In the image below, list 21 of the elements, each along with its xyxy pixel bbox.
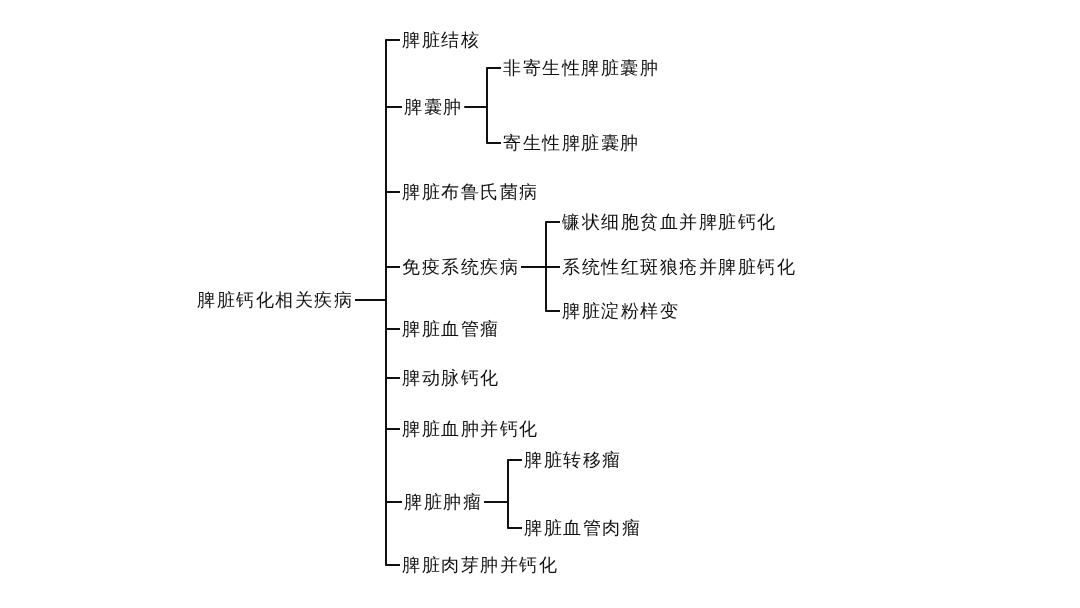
bracket-connector	[354, 299, 401, 566]
disease-label: 脾脏血管肉瘤	[522, 516, 643, 540]
bracket-connector	[520, 266, 561, 312]
disease-label: 脾脏转移瘤	[522, 448, 624, 472]
disease-label: 镰状细胞贫血并脾脏钙化	[560, 210, 779, 234]
disease-label: 脾脏淀粉样变	[560, 299, 681, 323]
disease-label: 脾脏肉芽肿并钙化	[400, 553, 560, 577]
disease-label: 免疫系统疾病	[400, 255, 521, 279]
disease-label: 脾脏血管瘤	[400, 317, 502, 341]
disease-label: 脾囊肿	[402, 95, 465, 119]
disease-label: 脾脏结核	[400, 28, 482, 52]
bracket-connector	[463, 106, 502, 144]
topic-label: 脾脏钙化相关疾病	[195, 288, 355, 312]
disease-label: 系统性红斑狼疮并脾脏钙化	[560, 255, 798, 279]
disease-label: 寄生性脾脏囊肿	[501, 131, 642, 155]
bracket-connector	[483, 501, 523, 529]
disease-label: 非寄生性脾脏囊肿	[501, 56, 661, 80]
disease-label: 脾脏布鲁氏菌病	[400, 180, 541, 204]
disease-label: 脾动脉钙化	[400, 366, 502, 390]
disease-label: 脾脏肿瘤	[402, 490, 484, 514]
disease-label: 脾脏血肿并钙化	[400, 417, 541, 441]
